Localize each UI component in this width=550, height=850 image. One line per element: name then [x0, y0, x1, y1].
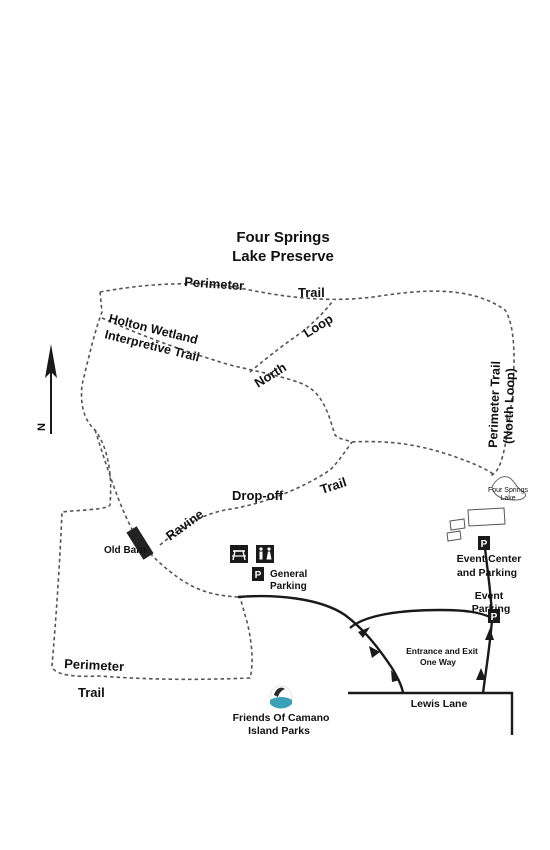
- event-parking-label-2: Parking: [472, 603, 511, 615]
- perimeter-trail-path: [51, 282, 515, 681]
- event-center-label-2: and Parking: [457, 567, 517, 579]
- ravine-label: Ravine: [163, 506, 206, 543]
- parking-letter: P: [255, 570, 262, 581]
- north-arrow-icon: N: [36, 344, 57, 434]
- lake-label-2: Lake: [500, 495, 515, 502]
- entrance-label-2: One Way: [420, 657, 456, 667]
- restroom-icon: [256, 545, 274, 563]
- entrance-label: Entrance and Exit: [406, 646, 478, 656]
- building-icon: [467, 507, 506, 527]
- north-loop-label-2: Loop: [301, 311, 336, 341]
- logo-icon: [269, 685, 293, 709]
- inner-loop-path: [351, 440, 494, 475]
- picnic-table-icon: [230, 545, 248, 563]
- old-barn-building: [126, 526, 154, 560]
- lake-label: Four Springs: [488, 487, 529, 494]
- credit-label-2: Island Parks: [248, 725, 310, 737]
- trails: [51, 282, 515, 681]
- perimeter-north-loop-label-2: (North Loop): [501, 368, 518, 444]
- arrow-icon: [369, 646, 380, 658]
- event-parking-label: Event: [475, 590, 504, 602]
- credit-label: Friends Of Camano: [233, 712, 330, 724]
- perimeter-trail-top-label-2: Trail: [298, 285, 325, 300]
- event-buildings: [446, 507, 506, 542]
- parking-letter: P: [481, 539, 488, 550]
- arrow-icon: [476, 668, 486, 680]
- perimeter-trail-bottom-label-2: Trail: [78, 685, 105, 700]
- lake-shape: [491, 476, 527, 501]
- dropoff-label: Drop-off: [232, 488, 284, 503]
- perimeter-trail-bottom-label: Perimeter: [64, 656, 125, 674]
- parking-letter: P: [491, 612, 498, 623]
- lewis-lane-path: [348, 691, 514, 735]
- four-springs-lake: [491, 476, 527, 501]
- loop-road: [349, 608, 493, 629]
- north-loop-label: North: [252, 359, 289, 390]
- lewis-lane-label: Lewis Lane: [411, 698, 468, 710]
- perimeter-trail-top-label: Perimeter: [184, 274, 245, 293]
- map-title-line1: Four Springs: [236, 229, 329, 246]
- north-loop-path: [249, 301, 333, 373]
- building-icon: [446, 530, 462, 542]
- parking-icon: P: [488, 609, 500, 623]
- dropoff-trail-path: [94, 429, 353, 598]
- arrow-icon: [485, 628, 494, 640]
- map-title-line2: Lake Preserve: [232, 248, 334, 265]
- general-parking-label: General: [270, 569, 307, 580]
- parking-icon: P: [478, 536, 490, 550]
- perimeter-north-loop-label: Perimeter Trail: [486, 361, 503, 448]
- access-road: [237, 594, 405, 694]
- arrow-icon: [391, 670, 400, 682]
- building-icon: [449, 518, 466, 531]
- parking-icon: P: [252, 567, 264, 581]
- north-arrow-label: N: [36, 423, 48, 431]
- arrow-icon: [358, 627, 370, 638]
- dropoff-trail-label: Trail: [318, 474, 348, 497]
- general-parking-label-2: Parking: [270, 581, 307, 592]
- old-barn-label: Old Barn: [104, 545, 146, 556]
- event-center-label: Event Center: [457, 553, 522, 565]
- roads: [237, 547, 514, 735]
- holton-trail-path: [101, 317, 353, 443]
